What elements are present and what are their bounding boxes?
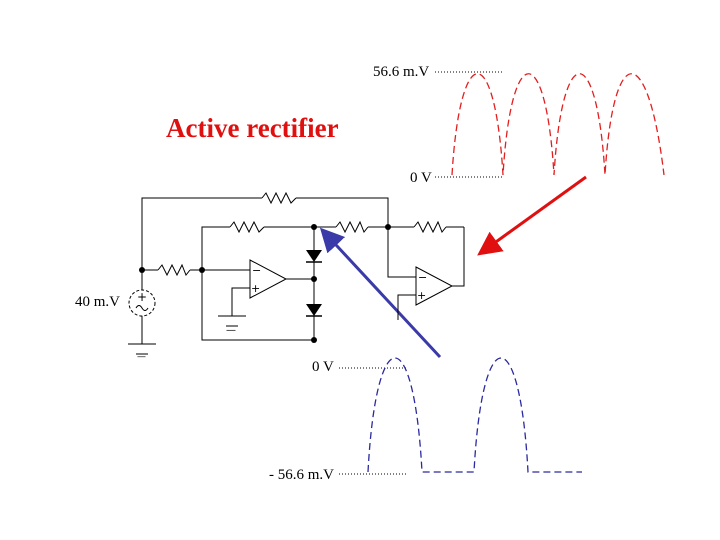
output-zero-label: 0 V [410,170,432,186]
output-waveform [451,73,665,176]
svg-text:+: + [251,282,260,295]
svg-text:+: + [417,289,426,302]
resistor-mid [335,220,369,234]
resistor-feedback-1 [229,220,265,234]
input-amplitude-label: 40 m.V [75,294,120,310]
op-amps [249,259,454,306]
resistor-input [157,263,191,277]
inverted-waveform [367,357,582,473]
resistors [157,191,447,277]
ac-source: + [128,289,156,317]
inverted-zero-label: 0 V [312,359,334,375]
blue-arrow [319,227,442,359]
slide-title: Active rectifier [166,113,339,143]
reference-lines [339,71,503,475]
junction-dots [139,224,391,343]
inverted-peak-label: - 56.6 m.V [269,467,334,483]
svg-text:+: + [137,290,147,304]
op-amp-1 [249,259,288,299]
output-peak-label: 56.6 m.V [373,64,430,80]
svg-text:−: − [252,264,261,277]
svg-text:—: — [226,325,236,336]
red-arrow [477,175,587,256]
diode-lower [306,304,322,316]
ground-icon: — [137,352,146,362]
resistor-feedback-top [261,191,297,205]
diode-upper [306,250,322,262]
op-amp-2 [415,266,454,306]
diodes [306,250,322,317]
circuit-wires [128,197,465,355]
svg-text:−: − [418,271,427,284]
resistor-feedback-2 [413,220,447,234]
op-amp-signs: − + − + — [226,264,427,336]
